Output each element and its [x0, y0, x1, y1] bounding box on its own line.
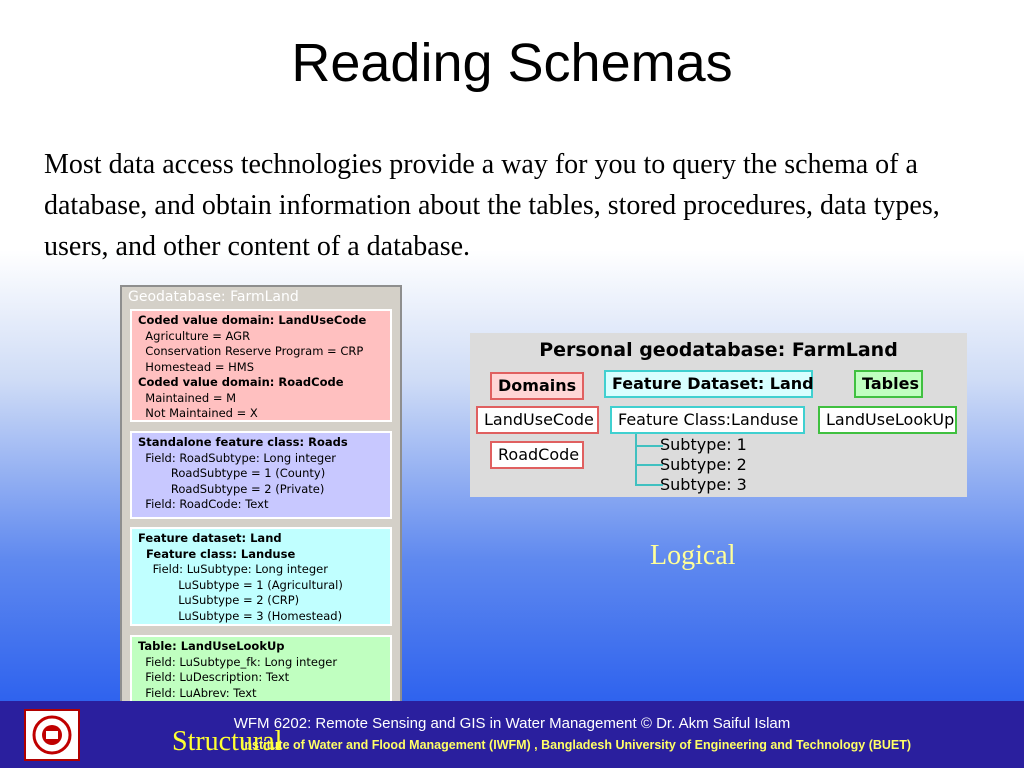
domain-box: Coded value domain: LandUseCode Agricult… — [130, 309, 392, 422]
schema-line: Coded value domain: LandUseCode — [138, 313, 367, 327]
personal-geodatabase-title: Personal geodatabase: FarmLand — [539, 339, 898, 361]
schema-line: Field: RoadSubtype: Long integer — [138, 450, 337, 465]
schema-line: Not Maintained = X — [138, 406, 258, 420]
schema-line: Field: LuAbrev: Text — [138, 685, 257, 700]
schema-line: Agriculture = AGR — [138, 328, 251, 343]
schema-line: Field: LuSubtype_fk: Long integer — [138, 654, 338, 669]
subtype-2: Subtype: 2 — [660, 455, 747, 474]
land-feature-dataset-box: Feature dataset: Land Feature class: Lan… — [130, 527, 392, 626]
schema-line: Maintained = M — [138, 390, 237, 405]
schema-line: LuSubtype = 1 (Agricultural) — [138, 577, 343, 592]
schema-line: Conservation Reserve Program = CRP — [138, 344, 364, 358]
schema-line: Standalone feature class: Roads — [138, 435, 348, 449]
schema-line: Field: LuSubtype: Long integer — [138, 562, 328, 576]
logical-geodatabase-panel: Personal geodatabase: FarmLand Domains F… — [470, 333, 967, 497]
schema-line: Feature class: Landuse — [138, 546, 296, 561]
schema-line: RoadSubtype = 2 (Private) — [138, 481, 325, 496]
footer-bar: WFM 6202: Remote Sensing and GIS in Wate… — [0, 701, 1024, 768]
logical-caption: Logical — [650, 540, 736, 571]
feature-dataset-tag: Feature Dataset: Land — [604, 370, 814, 398]
roads-feature-class-box: Standalone feature class: Roads Field: R… — [130, 431, 392, 519]
schema-line: Field: RoadCode: Text — [138, 497, 269, 511]
structural-caption: Structural — [172, 726, 283, 757]
schema-line: Homestead = HMS — [138, 359, 255, 374]
subtype-1: Subtype: 1 — [660, 435, 747, 454]
lookup-table-box: Table: LandUseLookUp Field: LuSubtype_fk… — [130, 635, 392, 703]
feature-class-tag: Feature Class:Landuse — [610, 406, 805, 434]
schema-line: Table: LandUseLookUp — [138, 639, 285, 653]
subtype-3: Subtype: 3 — [660, 475, 747, 494]
schema-line: Coded value domain: RoadCode — [138, 375, 344, 389]
lookup-table-tag: LandUseLookUp — [818, 406, 957, 434]
structural-geodatabase-panel: Geodatabase: FarmLand Coded value domain… — [120, 285, 402, 708]
tables-tag: Tables — [854, 370, 923, 398]
footer-course-line: WFM 6202: Remote Sensing and GIS in Wate… — [233, 715, 791, 732]
subtype-tree-lines — [635, 434, 663, 486]
footer-institute-line: Institute of Water and Flood Management … — [240, 738, 912, 752]
schema-line: LuSubtype = 2 (CRP) — [138, 593, 300, 607]
geodatabase-title: Geodatabase: FarmLand — [128, 289, 299, 305]
roadcode-tag: RoadCode — [490, 441, 584, 469]
slide-title: Reading Schemas — [291, 33, 733, 93]
landusecode-tag: LandUseCode — [476, 406, 599, 434]
domains-tag: Domains — [490, 372, 584, 400]
buet-logo — [24, 709, 80, 761]
schema-line: Feature dataset: Land — [138, 531, 282, 545]
slide-paragraph: Most data access technologies provide a … — [44, 149, 940, 262]
schema-line: LuSubtype = 3 (Homestead) — [138, 608, 343, 623]
schema-line: RoadSubtype = 1 (County) — [138, 466, 326, 480]
schema-line: Field: LuDescription: Text — [138, 670, 290, 684]
